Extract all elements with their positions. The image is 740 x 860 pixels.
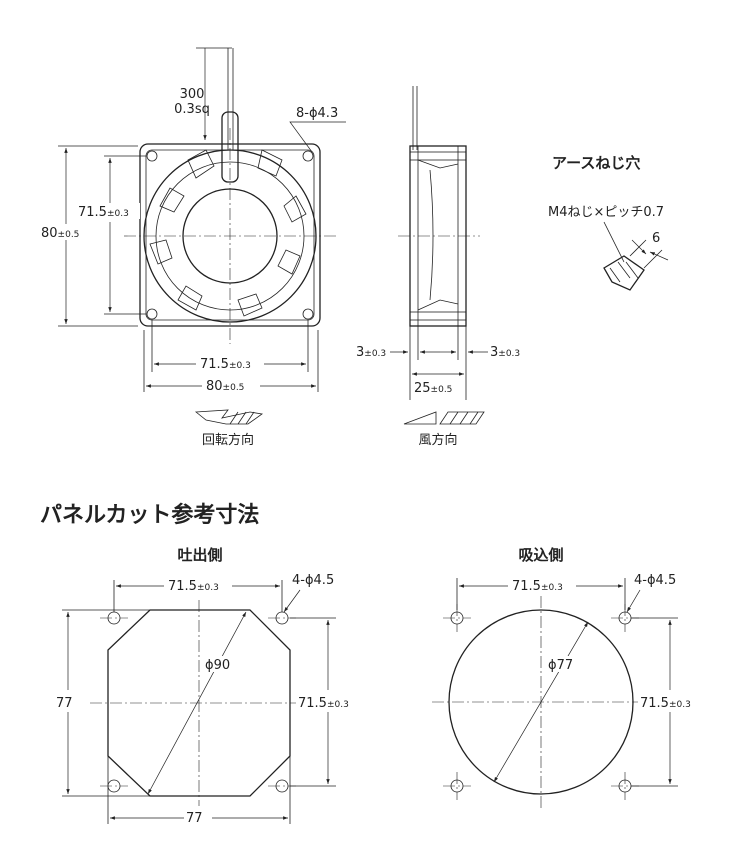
outlet-dim-right: 71.5 [298,696,327,711]
lead-length: 300 [180,87,205,102]
outlet-holes: 4-ϕ4.5 [292,573,334,588]
svg-text:71.5±0.3: 71.5±0.3 [512,579,563,594]
svg-text:25±0.5: 25±0.5 [414,381,452,396]
outlet-tol-right: ±0.3 [327,700,349,710]
pitch-715-bottom-dimension: 71.5±0.3 [151,320,309,372]
inlet-holes: 4-ϕ4.5 [634,573,676,588]
svg-text:80±0.5: 80±0.5 [41,226,79,241]
lead-length-dimension: 300 0.3sq [174,47,232,140]
tol-715-bottom: ±0.3 [229,361,251,371]
svg-text:71.5±0.3: 71.5±0.3 [168,579,219,594]
inlet-dia: ϕ77 [548,658,573,673]
pitch-715-side-dimension: 71.5±0.3 [76,155,146,315]
lead-gauge: 0.3sq [174,102,210,117]
svg-text:3±0.3: 3±0.3 [490,345,520,360]
earth-title: アースねじ穴 [552,154,640,172]
side-thickness-dimensions: 3±0.3 3±0.3 25±0.5 [356,345,520,396]
inlet-tol-top: ±0.3 [541,583,563,593]
svg-text:71.5±0.3: 71.5±0.3 [200,357,251,372]
tol-715-side: ±0.3 [107,209,129,219]
tol-80-bottom: ±0.5 [223,383,245,393]
dim-3-left: 3 [356,345,364,360]
outlet-dim-bottom: 77 [186,811,203,826]
rotation-label: 回転方向 [202,432,254,448]
earth-spec: M4ねじ×ピッチ0.7 [548,205,664,220]
height-80-dimension: 80±0.5 [36,145,138,327]
fan-front-view [124,48,336,344]
inlet-dim-top: 71.5 [512,579,541,594]
inlet-dim-right: 71.5 [640,696,669,711]
dim-715-side: 71.5 [78,205,107,220]
earth-depth: 6 [652,231,660,246]
tol-3-right: ±0.3 [498,349,520,359]
tol-80-side: ±0.5 [58,230,80,240]
outlet-dim-top: 71.5 [168,579,197,594]
earth-screw-detail: アースねじ穴 M4ねじ×ピッチ0.7 6 [548,154,669,291]
outlet-title: 吐出側 [177,546,222,564]
outlet-tol-top: ±0.3 [197,583,219,593]
outlet-dia: ϕ90 [205,658,230,673]
holes-label: 8-ϕ4.3 [296,106,338,121]
dim-80-bottom: 80 [206,379,223,394]
outlet-dim-left: 77 [56,696,73,711]
airflow-direction-symbol: 風方向 [403,411,485,448]
tol-25: ±0.5 [431,385,453,395]
inlet-panel-cut: 吸込側 71.5±0.3 4-ϕ4.5 ϕ77 [432,546,704,808]
svg-text:71.5±0.3: 71.5±0.3 [78,205,129,220]
tol-3-left: ±0.3 [364,349,386,359]
fan-side-view [398,86,480,400]
svg-text:71.5±0.3: 71.5±0.3 [640,696,691,711]
mounting-holes-callout: 8-ϕ4.3 [289,106,346,153]
airflow-label: 風方向 [418,432,457,448]
rotation-direction-symbol: 回転方向 [194,409,264,448]
dim-715-bottom: 71.5 [200,357,229,372]
inlet-title: 吸込側 [518,546,563,564]
svg-text:3±0.3: 3±0.3 [356,345,386,360]
dim-25: 25 [414,381,431,396]
dim-80-side: 80 [41,226,58,241]
panel-cut-heading: パネルカット参考寸法 [40,502,259,528]
width-80-dimension: 80±0.5 [143,330,319,394]
inlet-tol-right: ±0.3 [669,700,691,710]
svg-text:71.5±0.3: 71.5±0.3 [298,696,349,711]
svg-text:80±0.5: 80±0.5 [206,379,244,394]
outlet-panel-cut: 吐出側 71.5±0.3 4-ϕ4.5 ϕ90 [56,546,360,826]
dim-3-right: 3 [490,345,498,360]
